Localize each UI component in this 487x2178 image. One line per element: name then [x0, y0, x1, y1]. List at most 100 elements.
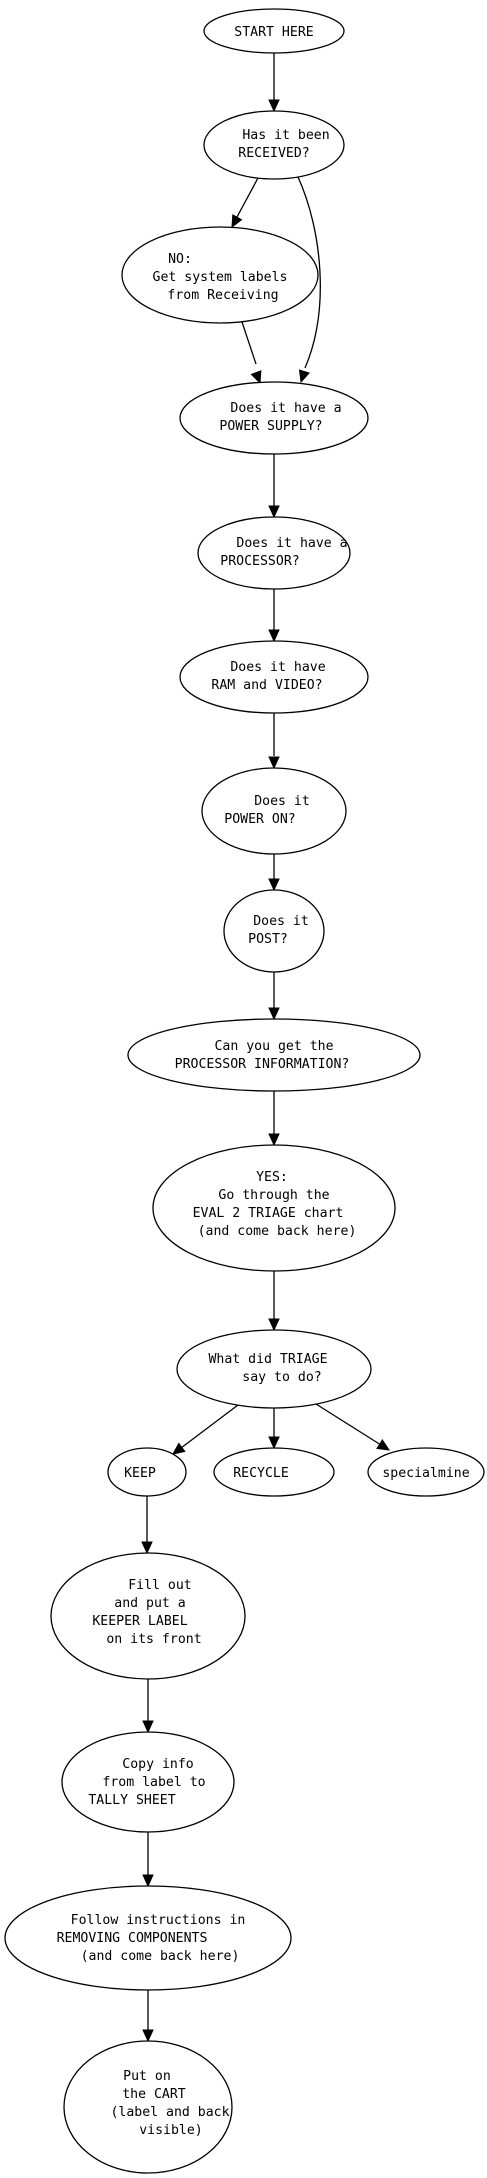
node-post: Does it POST?	[223, 889, 325, 973]
node-label-line: Copy info	[122, 1757, 194, 1772]
node-start: START HERE	[203, 8, 345, 54]
edge-power_on-to-post	[268, 854, 280, 892]
arrow-head	[268, 99, 280, 113]
node-label-line: and put a	[114, 1596, 185, 1611]
node-label-line: specialmine	[382, 1466, 469, 1481]
node-label-line: Does it	[253, 914, 309, 929]
node-label-line: visible)	[139, 2123, 203, 2138]
arrow-head	[250, 370, 262, 385]
node-power-supply: Does it have a POWER SUPPLY?	[179, 381, 369, 455]
node-ellipse	[367, 1447, 485, 1497]
edge-start-to-received	[268, 53, 280, 113]
node-ellipse	[4, 1885, 292, 1991]
node-no-labels: NO: Get system labels from Receiving	[121, 226, 319, 324]
node-recycle: RECYCLE	[213, 1447, 335, 1497]
node-ellipse	[201, 767, 347, 855]
node-label-line: Does it	[254, 794, 310, 809]
node-label-line: (and come back here)	[198, 1224, 357, 1239]
arrow-head	[231, 214, 243, 229]
node-ellipse	[179, 640, 369, 714]
arrow-head	[268, 1436, 280, 1450]
node-ellipse	[152, 1144, 396, 1272]
node-label-line: PROCESSOR?	[220, 554, 299, 569]
node-label-line: POST?	[248, 932, 288, 947]
node-label-line: POWER SUPPLY?	[219, 419, 322, 434]
edge-fill_out-to-copy_info	[142, 1679, 154, 1734]
node-processor: Does it have a PROCESSOR?	[197, 516, 351, 590]
edge-line	[241, 321, 257, 365]
node-label-line: RECEIVED?	[238, 146, 309, 161]
edge-received-to-power_supply	[297, 176, 321, 384]
edge-triage_say-to-specialmine	[315, 1403, 391, 1451]
node-ellipse	[179, 381, 369, 455]
node-ellipse	[197, 516, 351, 590]
edge-triage_say-to-recycle	[268, 1408, 280, 1450]
node-label-line: RAM and VIDEO?	[211, 678, 322, 693]
node-power-on: Does it POWER ON?	[201, 767, 347, 855]
node-label-line: Fill out	[128, 1578, 192, 1593]
node-label-line: Can you get the	[214, 1039, 333, 1054]
edge-post-to-processor_info	[268, 972, 280, 1021]
node-label-line: Put on	[123, 2069, 171, 2084]
edge-line	[315, 1403, 382, 1446]
node-ellipse	[176, 1329, 372, 1409]
node-specialmine: specialmine	[367, 1447, 485, 1497]
node-label-line: What did TRIAGE	[208, 1352, 327, 1367]
arrow-head	[376, 1438, 391, 1451]
node-ellipse	[213, 1447, 335, 1497]
edge-line	[180, 1404, 239, 1449]
node-label-line: Does it have a	[236, 536, 347, 551]
arrow-head	[142, 1720, 154, 1734]
node-label-line: Does it have	[230, 660, 325, 675]
node-label-line: Get system labels	[153, 270, 288, 285]
node-label-line: say to do?	[242, 1370, 321, 1385]
arrow-head	[268, 629, 280, 643]
edge-ram_video-to-power_on	[268, 713, 280, 770]
arrow-head	[142, 1874, 154, 1888]
node-ellipse	[61, 1731, 235, 1833]
arrow-head	[141, 1541, 153, 1555]
node-label-line: RECYCLE	[233, 1466, 289, 1481]
arrow-head	[268, 1318, 280, 1332]
edges-layer	[141, 53, 391, 2043]
node-label-line: on its front	[106, 1632, 201, 1647]
arrow-head	[142, 2029, 154, 2043]
node-label-line: Does it have a	[230, 401, 341, 416]
arrow-head	[172, 1442, 186, 1455]
node-ellipse	[223, 889, 325, 973]
edge-removing-to-cart	[142, 1990, 154, 2043]
node-ellipse	[203, 8, 345, 54]
node-label-line: Go through the	[218, 1188, 329, 1203]
node-label-line: from Receiving	[167, 288, 278, 303]
node-cart: Put on the CART (label and back visible)	[63, 2040, 233, 2174]
arrow-head	[268, 505, 280, 519]
arrow-head	[268, 878, 280, 892]
node-label-line: from label to	[102, 1775, 205, 1790]
node-label-line: EVAL 2 TRIAGE chart	[193, 1206, 344, 1221]
arrow-head	[268, 1133, 280, 1147]
node-label-line: PROCESSOR INFORMATION?	[175, 1057, 350, 1072]
node-label-line: REMOVING COMPONENTS	[57, 1931, 208, 1946]
edge-line	[236, 177, 259, 218]
node-label-line: POWER ON?	[224, 812, 295, 827]
node-label-line: the CART	[122, 2087, 186, 2102]
edge-received-to-no_labels	[231, 177, 259, 229]
edge-processor_info-to-yes_triage	[268, 1091, 280, 1147]
node-label-line: NO:	[168, 252, 192, 267]
node-label-line: START HERE	[234, 25, 313, 40]
edge-keep-to-fill_out	[141, 1496, 153, 1555]
node-label-line: Has it been	[242, 128, 329, 143]
node-label-line: (label and back	[110, 2105, 229, 2120]
node-ellipse	[121, 226, 319, 324]
edge-power_supply-to-processor	[268, 454, 280, 519]
edge-line	[297, 176, 321, 369]
edge-copy_info-to-removing	[142, 1832, 154, 1888]
arrow-head	[298, 369, 310, 384]
